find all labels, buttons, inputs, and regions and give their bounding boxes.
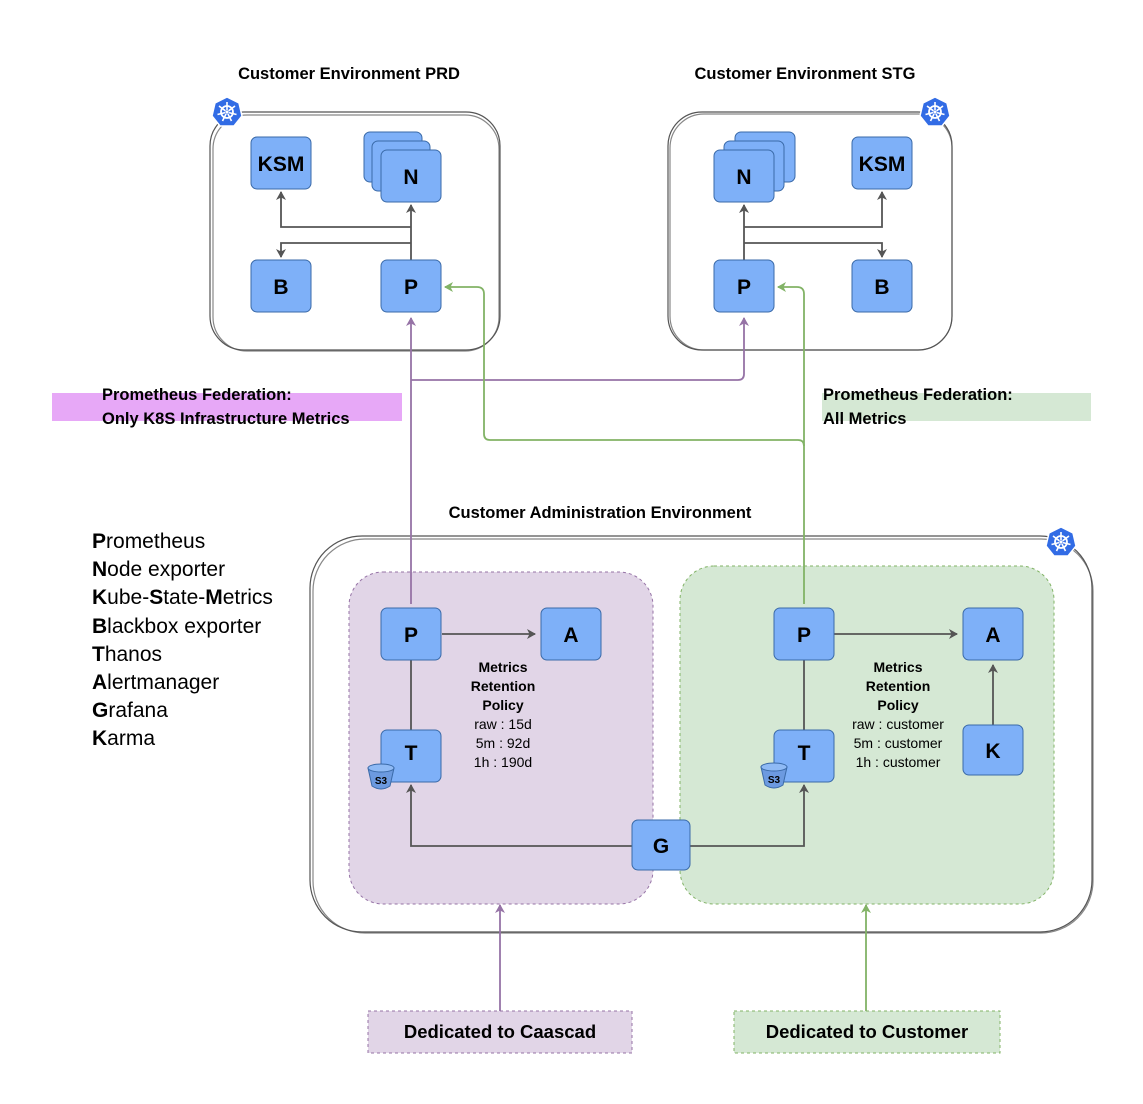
svg-text:KSM: KSM: [258, 153, 305, 176]
s3-bucket-icon: S3: [760, 762, 788, 789]
svg-text:P: P: [797, 624, 811, 647]
svg-text:1h : 190d: 1h : 190d: [474, 754, 532, 770]
svg-text:B: B: [273, 276, 288, 299]
svg-text:A: A: [985, 624, 1000, 647]
stg-cluster: [667, 111, 953, 351]
svg-text:Policy: Policy: [482, 697, 523, 713]
legend-item: Kube-State-Metrics: [92, 586, 273, 610]
prd-ksm-node: KSM: [250, 136, 312, 190]
svg-text:S3: S3: [375, 776, 388, 787]
svg-text:Policy: Policy: [877, 697, 918, 713]
svg-text:Retention: Retention: [866, 678, 931, 694]
svg-text:P: P: [404, 276, 418, 299]
legend-item: Blackbox exporter: [92, 614, 262, 638]
admin-right-retention-policy: Metrics Retention Policy raw : customer …: [852, 659, 944, 770]
admin-right-p-node: P: [773, 607, 835, 661]
prd-title: Customer Environment PRD: [238, 65, 460, 83]
stg-ksm-node: KSM: [851, 136, 913, 190]
stg-p-node: P: [713, 259, 775, 313]
svg-text:5m : customer: 5m : customer: [854, 735, 943, 751]
svg-text:P: P: [404, 624, 418, 647]
admin-g-node: G: [631, 819, 691, 871]
legend-item: Thanos: [92, 642, 163, 666]
stg-b-node: B: [851, 259, 913, 313]
svg-text:raw : customer: raw : customer: [852, 716, 944, 732]
svg-text:N: N: [736, 166, 751, 189]
svg-text:G: G: [653, 835, 669, 858]
svg-text:K: K: [985, 740, 1000, 763]
svg-text:S3: S3: [768, 775, 781, 786]
svg-text:N: N: [403, 166, 418, 189]
admin-left-p-node: P: [380, 607, 442, 661]
federation-purple-line1: Prometheus Federation:: [102, 386, 292, 404]
admin-right-t-node: T: [773, 729, 835, 783]
admin-right-k-node: K: [962, 724, 1024, 776]
legend-item: Karma: [92, 727, 156, 751]
svg-text:5m : 92d: 5m : 92d: [476, 735, 530, 751]
svg-text:P: P: [737, 276, 751, 299]
federation-green-line2: All Metrics: [823, 410, 906, 428]
s3-bucket-icon: S3: [367, 763, 395, 790]
prd-p-node: P: [380, 259, 442, 313]
svg-text:Dedicated to Customer: Dedicated to Customer: [766, 1021, 969, 1042]
stg-n-node-stack: N: [713, 131, 796, 203]
dedicated-caascad-box: Dedicated to Caascad: [367, 1010, 633, 1054]
kubernetes-icon: [211, 96, 243, 127]
svg-text:Dedicated to Caascad: Dedicated to Caascad: [404, 1021, 596, 1042]
svg-text:Retention: Retention: [471, 678, 536, 694]
admin-left-a-node: A: [540, 607, 602, 661]
prd-b-node: B: [250, 259, 312, 313]
svg-text:B: B: [874, 276, 889, 299]
prd-cluster: [209, 111, 501, 352]
federation-band-purple: [52, 393, 402, 421]
svg-text:A: A: [563, 624, 578, 647]
admin-left-retention-policy: Metrics Retention Policy raw : 15d 5m : …: [471, 659, 536, 770]
admin-title: Customer Administration Environment: [449, 504, 752, 522]
admin-right-a-node: A: [962, 607, 1024, 661]
stg-title: Customer Environment STG: [695, 65, 916, 83]
kubernetes-icon: [1045, 526, 1077, 557]
svg-text:Metrics: Metrics: [873, 659, 922, 675]
federation-band-green: [822, 393, 1091, 421]
legend-item: Grafana: [92, 699, 168, 723]
admin-cluster: [309, 535, 1094, 934]
federation-purple-line2: Only K8S Infrastructure Metrics: [102, 410, 350, 428]
svg-text:KSM: KSM: [859, 153, 906, 176]
legend-item: Node exporter: [92, 558, 226, 582]
legend-item: Alertmanager: [92, 671, 220, 695]
dedicated-customer-box: Dedicated to Customer: [733, 1010, 1001, 1054]
svg-text:Metrics: Metrics: [478, 659, 527, 675]
svg-text:raw : 15d: raw : 15d: [474, 716, 532, 732]
svg-text:1h : customer: 1h : customer: [856, 754, 941, 770]
legend-item: Prometheus: [92, 530, 206, 553]
component-legend: Prometheus Node exporter Kube-State-Metr…: [92, 528, 273, 754]
kubernetes-icon: [919, 96, 951, 127]
svg-text:T: T: [798, 742, 811, 765]
federation-green-line1: Prometheus Federation:: [823, 386, 1013, 404]
prd-n-node-stack: N: [363, 131, 442, 203]
admin-left-t-node: T: [380, 729, 442, 783]
svg-text:T: T: [405, 742, 418, 765]
